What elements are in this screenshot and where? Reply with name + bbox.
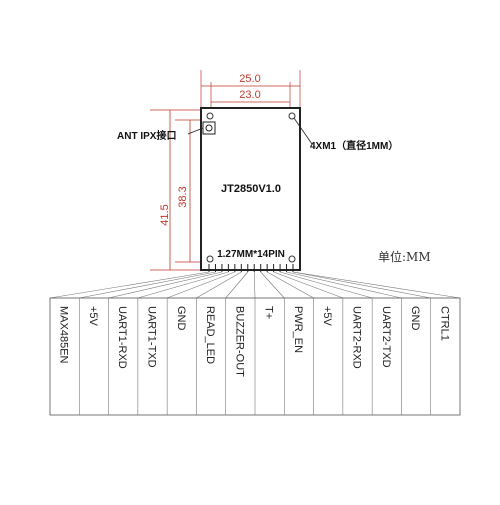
module-outline: [200, 107, 301, 271]
pin-leader-line: [49, 271, 210, 299]
pin-label: UART2-TXD: [380, 306, 392, 368]
pin-label: PWR_EN: [292, 306, 304, 353]
pin-label: UART1-RXD: [116, 306, 128, 369]
pin-leader-line: [273, 271, 343, 299]
pin-leader-line: [196, 271, 242, 299]
pin-leader-line: [286, 271, 402, 299]
pin-label-table: MAX485EN +5V UART1-RXD UART1-TXD GND READ_LED…: [49, 297, 461, 416]
pin-leader-line: [253, 271, 256, 299]
pin-leader-line: [292, 271, 461, 299]
pin-leader-line: [260, 271, 285, 299]
pin-label: READ_LED: [204, 306, 216, 364]
antenna-label: ANT IPX接口: [117, 129, 176, 142]
pin-label: +5V: [87, 306, 99, 327]
pin-label: BUZZER-OUT: [233, 306, 245, 377]
pin-leader-line: [108, 271, 222, 299]
unit-label: 单位:MM: [378, 249, 431, 264]
antenna-leader-line: [187, 127, 204, 135]
mount-hole-leader-line: [293, 117, 313, 145]
pin-leader-line: [292, 271, 431, 299]
pin-label: MAX485EN: [58, 306, 70, 364]
connector-label: 1.27MM*14PIN: [217, 249, 285, 260]
outer-width-label: 25.0: [239, 73, 260, 85]
mount-hole-label: 4XM1（直径1MM）: [310, 139, 398, 152]
outer-height-label: 41.5: [159, 204, 171, 225]
width-dimension: 25.0 23.0: [200, 70, 301, 108]
pin-label: +5V: [321, 306, 333, 327]
mount-hole-icons: [206, 112, 296, 263]
pin-label: GND: [175, 306, 187, 331]
inner-height-label: 38.3: [177, 186, 189, 207]
pin-leader-line: [137, 271, 229, 299]
pin-leader-line: [279, 271, 373, 299]
model-label: JT2850V1.0: [221, 183, 281, 195]
pin-header: [208, 264, 294, 272]
pin-leader-line: [167, 271, 235, 299]
pin-leader-line: [267, 271, 314, 299]
pin-label: CTRL1: [438, 306, 450, 341]
pin-label: UART2-RXD: [351, 306, 363, 369]
pin-label: UART1-TXD: [146, 306, 158, 368]
height-dimension: 41.5 38.3: [150, 109, 201, 271]
pin-label: T+: [263, 306, 275, 319]
inner-width-label: 23.0: [239, 89, 260, 101]
pin-leader-line: [79, 271, 216, 299]
pin-leader-line: [225, 271, 248, 299]
pin-fanout: [49, 271, 461, 299]
pin-label: GND: [409, 306, 421, 331]
